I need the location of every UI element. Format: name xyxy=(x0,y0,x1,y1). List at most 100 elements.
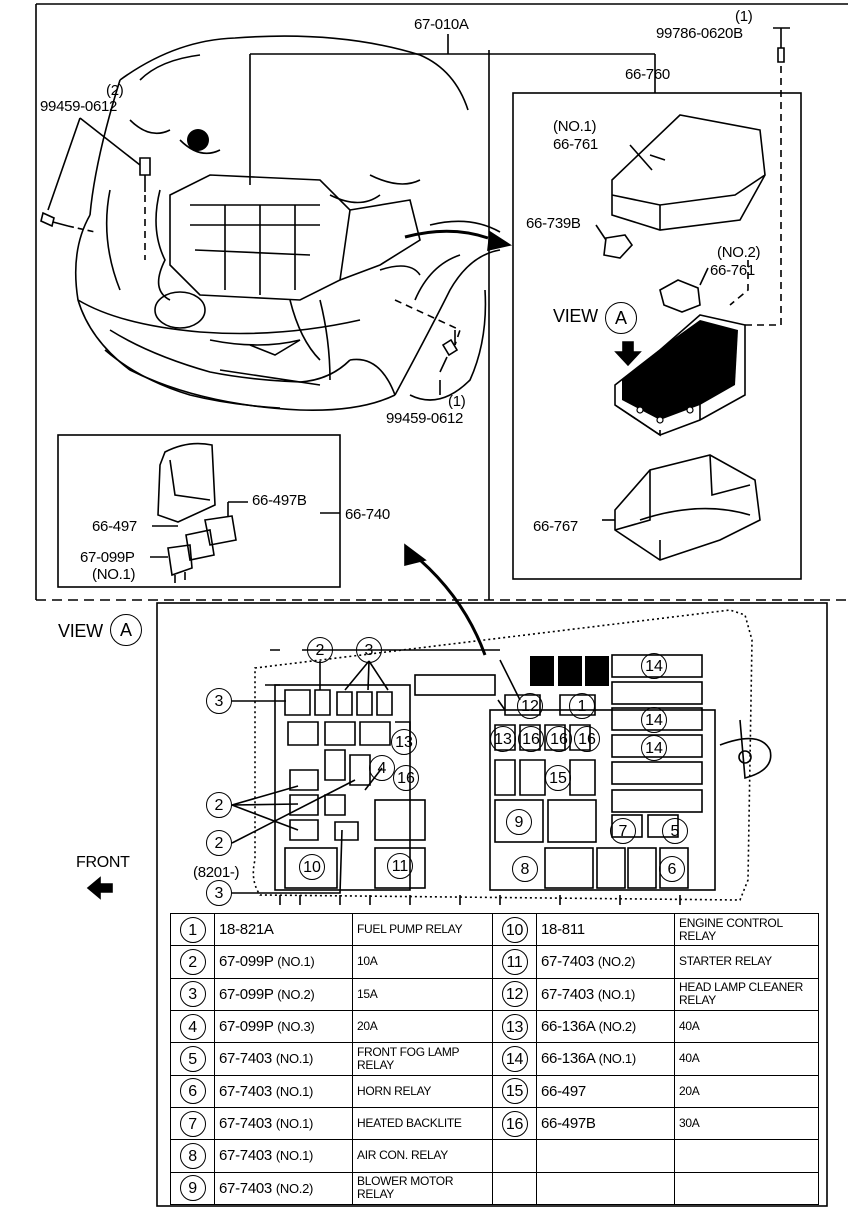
callout-3-top: 3 xyxy=(356,637,382,663)
label-bolt-qty: (1) xyxy=(735,8,753,25)
legend-right-desc-text: 40A xyxy=(679,1051,700,1066)
label-relay-b-part: 66-497B xyxy=(252,492,307,509)
legend-right-description: 20A xyxy=(674,1074,819,1108)
legend-left-part-qualifier: (NO.2) xyxy=(275,1180,314,1196)
legend-left-number: 3 xyxy=(170,977,215,1011)
legend-left-part: 67-099P (NO.1) xyxy=(214,945,353,979)
callout-2-lower: 2 xyxy=(206,830,232,856)
legend-left-number: 1 xyxy=(170,912,215,947)
legend-left-part-number: 67-099P xyxy=(219,1018,274,1036)
label-relay-cover-part: 66-497 xyxy=(92,518,137,535)
legend-left-desc-text: BLOWER MOTOR RELAY xyxy=(357,1174,454,1202)
callout-5: 5 xyxy=(662,818,688,844)
legend-left-callout: 6 xyxy=(179,1078,206,1105)
label-view-text: VIEW xyxy=(553,306,598,326)
legend-left-part: 67-7403 (NO.1) xyxy=(214,1042,353,1076)
legend-right-part: 66-136A (NO.2) xyxy=(536,1009,675,1044)
callout-16-c: 16 xyxy=(574,726,600,752)
legend-right-part-qualifier: (NO.2) xyxy=(597,954,636,970)
label-cover2-no: (NO.2) xyxy=(717,244,761,261)
legend-right-callout: 16 xyxy=(501,1110,528,1137)
legend-right-part: 67-7403 (NO.2) xyxy=(536,945,675,979)
legend-right-description xyxy=(674,1139,819,1173)
legend-right-part-number: 66-136A xyxy=(541,1018,595,1036)
legend-left-part-qualifier: (NO.1) xyxy=(275,1083,314,1099)
legend-right-description: 40A xyxy=(674,1042,819,1076)
label-screw-left-part: 99459-0612 xyxy=(40,98,118,115)
legend-right-callout: 10 xyxy=(501,916,528,943)
legend-right-part-number: 67-7403 xyxy=(541,953,594,971)
legend-right-desc-text: 40A xyxy=(679,1019,700,1034)
callout-7: 7 xyxy=(610,818,636,844)
callout-2-left: 2 xyxy=(206,792,232,818)
legend-right-desc-text: 30A xyxy=(679,1116,700,1131)
legend-left-part-number: 67-099P xyxy=(219,953,274,971)
legend-left-number: 8 xyxy=(170,1139,215,1173)
legend-left-part-qualifier: (NO.1) xyxy=(275,1116,314,1132)
legend-left-description: AIR CON. RELAY xyxy=(352,1139,493,1173)
label-serial: (8201-) xyxy=(193,864,240,881)
legend-right-part-number: 66-136A xyxy=(541,1050,595,1068)
legend-right-part xyxy=(536,1139,675,1173)
callout-9: 9 xyxy=(506,809,532,835)
legend-left-part: 67-7403 (NO.1) xyxy=(214,1106,353,1141)
legend-left-desc-text: 20A xyxy=(357,1019,378,1034)
legend-right-part: 66-497 xyxy=(536,1074,675,1108)
legend-left-callout: 5 xyxy=(179,1045,206,1072)
callout-8: 8 xyxy=(512,856,538,882)
legend-right-desc-text: HEAD LAMP CLEANER RELAY xyxy=(679,980,804,1008)
legend-right-number: 16 xyxy=(492,1106,537,1141)
legend-left-part: 67-099P (NO.2) xyxy=(214,977,353,1011)
legend-left-description: 15A xyxy=(352,977,493,1011)
callout-4: 4 xyxy=(369,755,395,781)
label-view-a-letter: A xyxy=(110,614,142,646)
legend-left-number: 9 xyxy=(170,1171,215,1206)
callout-14-a: 14 xyxy=(641,653,667,679)
legend-right-description: 40A xyxy=(674,1009,819,1044)
label-screw-right-part: 99459-0612 xyxy=(386,410,464,427)
legend-left-part-number: 67-7403 xyxy=(219,1179,272,1197)
label-screw-right-qty: (1) xyxy=(448,393,466,410)
callout-13-right: 13 xyxy=(490,726,516,752)
legend-left-callout: 4 xyxy=(179,1013,206,1040)
legend-left-desc-text: 15A xyxy=(357,986,378,1001)
callout-14-b: 14 xyxy=(641,707,667,733)
legend-left-part: 67-099P (NO.3) xyxy=(214,1009,353,1044)
legend-left-part: 67-7403 (NO.1) xyxy=(214,1139,353,1173)
label-screw-left-qty: (2) xyxy=(106,82,124,99)
legend-left-desc-text: 10A xyxy=(357,954,378,969)
label-cover2-part: 66-761 xyxy=(710,262,755,279)
callout-6: 6 xyxy=(659,856,685,882)
legend-left-part-qualifier: (NO.3) xyxy=(277,1019,315,1035)
callout-1: 1 xyxy=(569,693,595,719)
legend-left-callout: 7 xyxy=(179,1110,206,1137)
callout-16-left: 16 xyxy=(393,765,419,791)
callout-3-bottom: 3 xyxy=(206,880,232,906)
legend-right-number: 13 xyxy=(492,1009,537,1044)
legend-left-part-number: 67-7403 xyxy=(219,1050,272,1068)
legend-left-part-number: 67-099P xyxy=(219,985,274,1003)
legend-right-part: 67-7403 (NO.1) xyxy=(536,977,675,1011)
legend-right-callout: 14 xyxy=(501,1045,528,1072)
legend-left-part-qualifier: (NO.1) xyxy=(275,1148,314,1164)
label-bolt-part: 99786-0620B xyxy=(656,25,743,42)
legend-left-number: 6 xyxy=(170,1074,215,1108)
label-fuse-no: (NO.1) xyxy=(92,566,136,583)
label-cover1-part: 66-761 xyxy=(553,136,598,153)
label-tray-part: 66-767 xyxy=(533,518,578,535)
callout-11: 11 xyxy=(387,853,413,879)
legend-left-desc-text: HEATED BACKLITE xyxy=(357,1116,462,1131)
legend-right-number: 15 xyxy=(492,1074,537,1108)
callout-16-a: 16 xyxy=(518,726,544,752)
callout-14-c: 14 xyxy=(641,735,667,761)
legend-right-part: 66-136A (NO.1) xyxy=(536,1042,675,1076)
legend-right-description: 30A xyxy=(674,1106,819,1141)
legend-right-callout: 11 xyxy=(501,948,528,975)
